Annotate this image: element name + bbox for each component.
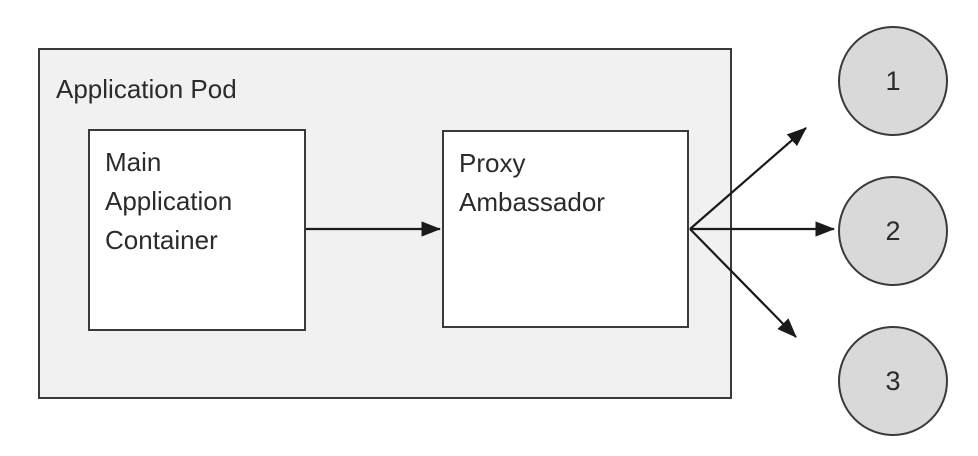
endpoint-1-circle[interactable]: 1 [838, 26, 948, 136]
main-application-container-label: Main Application Container [105, 147, 233, 255]
endpoint-3-circle[interactable]: 3 [838, 326, 948, 436]
endpoint-1-label: 1 [885, 65, 901, 96]
endpoint-2-label: 2 [885, 215, 901, 246]
application-pod-label: Application Pod [56, 74, 237, 104]
main-application-container-box[interactable]: Main Application Container [88, 129, 306, 331]
endpoint-2-circle[interactable]: 2 [838, 176, 948, 286]
endpoint-3-label: 3 [885, 365, 901, 396]
proxy-ambassador-container-box[interactable]: Proxy Ambassador [442, 130, 689, 328]
proxy-ambassador-container-label: Proxy Ambassador [459, 148, 605, 217]
